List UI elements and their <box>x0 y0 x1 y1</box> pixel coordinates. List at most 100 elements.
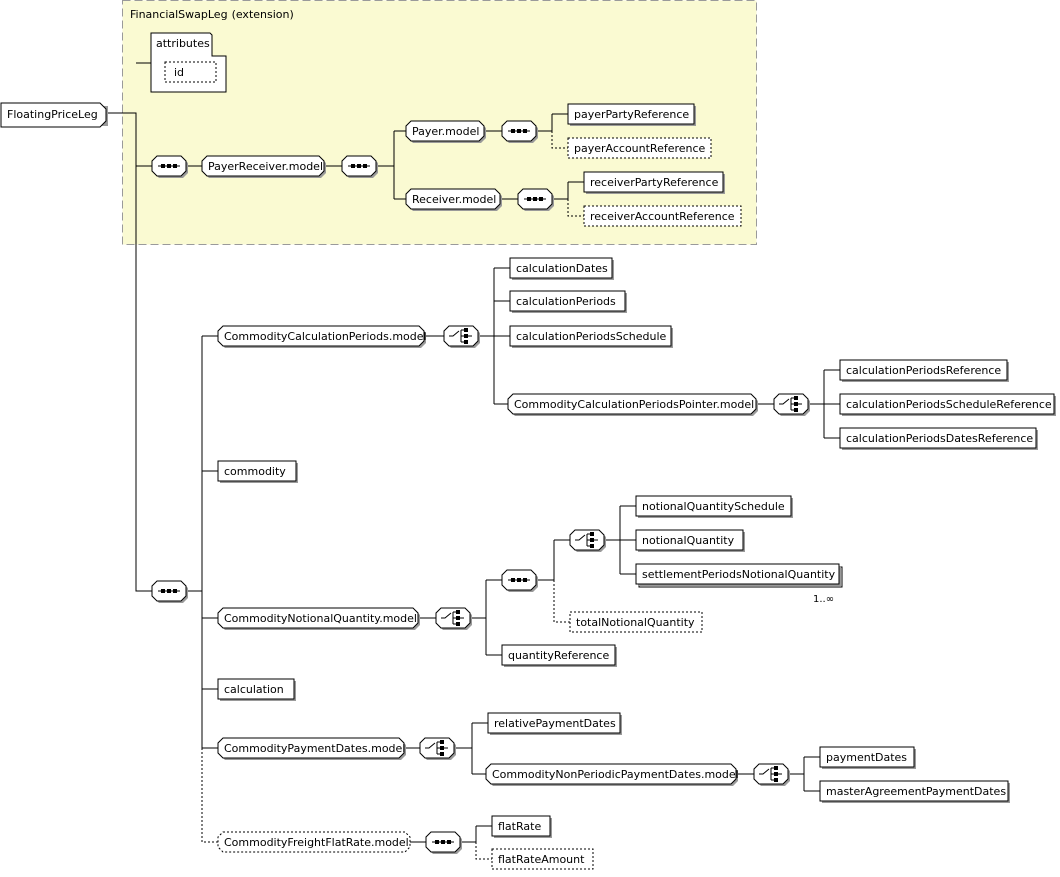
payer-party-reference-label: payerPartyReference <box>574 108 689 121</box>
flat-rate-element-node[interactable]: flatRate <box>491 815 552 838</box>
commodity-notional-quantity-model-label: CommodityNotionalQuantity.model <box>224 612 417 625</box>
master-agreement-payment-dates-label: masterAgreementPaymentDates <box>826 785 1006 798</box>
payer-account-reference-element-node[interactable]: payerAccountReference <box>567 137 712 159</box>
attribute-id[interactable] <box>164 61 217 83</box>
relative-payment-dates-element-node[interactable]: relativePaymentDates <box>487 712 622 735</box>
choice-compositor-icon <box>753 763 790 786</box>
total-notional-quantity-element-node[interactable]: totalNotionalQuantity <box>569 611 703 633</box>
choice-compositor-icon <box>569 529 606 552</box>
calculation-periods-reference-shape <box>839 359 1008 381</box>
commodity-freight-flat-rate-model-group-node[interactable]: CommodityFreightFlatRate.model <box>217 831 411 853</box>
receiver-account-reference-shape <box>583 205 742 227</box>
calculation-periods-label: calculationPeriods <box>516 295 616 308</box>
commodity-element-node[interactable]: commodity <box>217 460 298 483</box>
choice-compositor-icon <box>435 607 472 630</box>
calculation-periods-schedule-element-node[interactable]: calculationPeriodsSchedule <box>509 325 673 348</box>
receiver-model-group-node[interactable]: Receiver.model <box>405 188 502 211</box>
settlement-periods-notional-quantity-shape <box>635 563 840 585</box>
quantity-reference-element-node[interactable]: quantityReference <box>501 644 617 667</box>
payer-party-reference-element-node[interactable]: payerPartyReference <box>567 103 696 126</box>
extension-suffix: (extension) <box>232 8 294 21</box>
relative-payment-dates-shape <box>487 712 621 734</box>
payer-account-reference-shape <box>567 137 712 159</box>
choice-compositor-icon <box>773 393 810 416</box>
receiver-account-reference-element-node[interactable]: receiverAccountReference <box>583 205 742 227</box>
notional-quantity-schedule-element-node[interactable]: notionalQuantitySchedule <box>635 495 793 518</box>
commodity-calculation-periods-pointer-model-group-node[interactable]: CommodityCalculationPeriodsPointer.model <box>507 393 758 416</box>
payer-receiver-model-group-node[interactable]: PayerReceiver.model <box>201 155 326 178</box>
receiver-party-reference-label: receiverPartyReference <box>590 176 719 189</box>
commodity-freight-flat-rate-model-label: CommodityFreightFlatRate.model <box>224 836 409 849</box>
root-label: FloatingPriceLeg <box>7 108 98 121</box>
commodity-payment-dates-model-shape <box>217 737 405 759</box>
payer-receiver-model-shape <box>201 155 325 177</box>
occurrence-label: 1..∞ <box>813 594 834 605</box>
payer-model-group-node[interactable]: Payer.model <box>405 120 486 143</box>
commodity-non-periodic-payment-dates-model-group-node[interactable]: CommodityNonPeriodicPaymentDates.model <box>485 763 739 786</box>
relative-payment-dates-label: relativePaymentDates <box>494 717 616 730</box>
sequence-compositor-icon <box>517 188 554 211</box>
commodity-notional-quantity-model-shape <box>217 607 419 629</box>
extension-label: FinancialSwapLeg(extension) <box>130 8 294 21</box>
receiver-model-label: Receiver.model <box>412 193 496 206</box>
calculation-periods-schedule-reference-shape <box>839 393 1055 415</box>
choice-compositor-icon <box>443 325 480 348</box>
attribute-id-label: id <box>174 66 184 79</box>
calculation-periods-reference-element-node[interactable]: calculationPeriodsReference <box>839 359 1009 382</box>
flat-rate-amount-element-node[interactable]: flatRateAmount <box>491 848 594 870</box>
commodity-non-periodic-payment-dates-model-label: CommodityNonPeriodicPaymentDates.model <box>492 768 739 781</box>
quantity-reference-shape <box>501 644 616 666</box>
commodity-notional-quantity-model-group-node[interactable]: CommodityNotionalQuantity.model <box>217 607 420 630</box>
nodes: PayerReceiver.model Payer.model payerParty… <box>201 103 1056 870</box>
calculation-periods-schedule-reference-label: calculationPeriodsScheduleReference <box>846 398 1052 411</box>
payment-dates-element-node[interactable]: paymentDates <box>819 746 916 769</box>
calculation-dates-element-node[interactable]: calculationDates <box>509 257 614 280</box>
compositors <box>151 120 810 854</box>
payer-model-shape <box>405 120 485 142</box>
connectors <box>106 62 840 860</box>
payment-dates-shape <box>819 746 915 768</box>
commodity-calculation-periods-pointer-model-shape <box>507 393 757 415</box>
payer-party-reference-shape <box>567 103 695 125</box>
settlement-periods-notional-quantity-element-node[interactable]: settlementPeriodsNotionalQuantity <box>635 563 843 588</box>
flat-rate-shape <box>491 815 551 837</box>
flat-rate-amount-shape <box>491 848 594 870</box>
calculation-element-node[interactable]: calculation <box>217 678 296 701</box>
payer-model-label: Payer.model <box>412 125 479 138</box>
calculation-periods-dates-reference-shape <box>839 427 1037 449</box>
commodity-shape <box>217 460 297 482</box>
attributes-group: attributes id <box>150 32 227 93</box>
commodity-calculation-periods-pointer-model-label: CommodityCalculationPeriodsPointer.model <box>514 398 754 411</box>
master-agreement-payment-dates-element-node[interactable]: masterAgreementPaymentDates <box>819 780 1010 803</box>
receiver-model-shape <box>405 188 501 210</box>
commodity-calculation-periods-model-label: CommodityCalculationPeriods.model <box>224 330 427 343</box>
payer-account-reference-label: payerAccountReference <box>574 142 706 155</box>
sequence-compositor-icon <box>425 831 462 854</box>
notional-quantity-schedule-shape <box>635 495 792 517</box>
settlement-periods-notional-quantity-label: settlementPeriodsNotionalQuantity <box>642 568 836 581</box>
sequence-compositor-icon <box>151 155 188 178</box>
attributes-title: attributes <box>156 37 210 50</box>
commodity-calculation-periods-model-group-node[interactable]: CommodityCalculationPeriods.model <box>217 325 427 348</box>
calculation-periods-schedule-shape <box>509 325 672 347</box>
master-agreement-payment-dates-shape <box>819 780 1009 802</box>
flat-rate-label: flatRate <box>498 820 541 833</box>
calculation-periods-element-node[interactable]: calculationPeriods <box>509 290 627 313</box>
choice-compositor-icon <box>419 737 456 760</box>
root-element[interactable]: FloatingPriceLeg <box>0 102 108 128</box>
total-notional-quantity-label: totalNotionalQuantity <box>576 616 695 629</box>
calculation-periods-dates-reference-element-node[interactable]: calculationPeriodsDatesReference <box>839 427 1038 450</box>
commodity-label: commodity <box>224 465 286 478</box>
sequence-compositor-icon <box>501 569 538 592</box>
notional-quantity-schedule-label: notionalQuantitySchedule <box>642 500 785 513</box>
notional-quantity-label: notionalQuantity <box>642 534 735 547</box>
sequence-compositor-icon <box>341 155 378 178</box>
calculation-periods-schedule-reference-element-node[interactable]: calculationPeriodsScheduleReference <box>839 393 1056 416</box>
calculation-dates-label: calculationDates <box>516 262 608 275</box>
receiver-party-reference-element-node[interactable]: receiverPartyReference <box>583 171 725 194</box>
receiver-account-reference-label: receiverAccountReference <box>590 210 735 223</box>
commodity-payment-dates-model-group-node[interactable]: CommodityPaymentDates.model <box>217 737 406 760</box>
notional-quantity-element-node[interactable]: notionalQuantity <box>635 529 745 552</box>
calculation-periods-reference-label: calculationPeriodsReference <box>846 364 1001 377</box>
calculation-periods-schedule-label: calculationPeriodsSchedule <box>516 330 667 343</box>
